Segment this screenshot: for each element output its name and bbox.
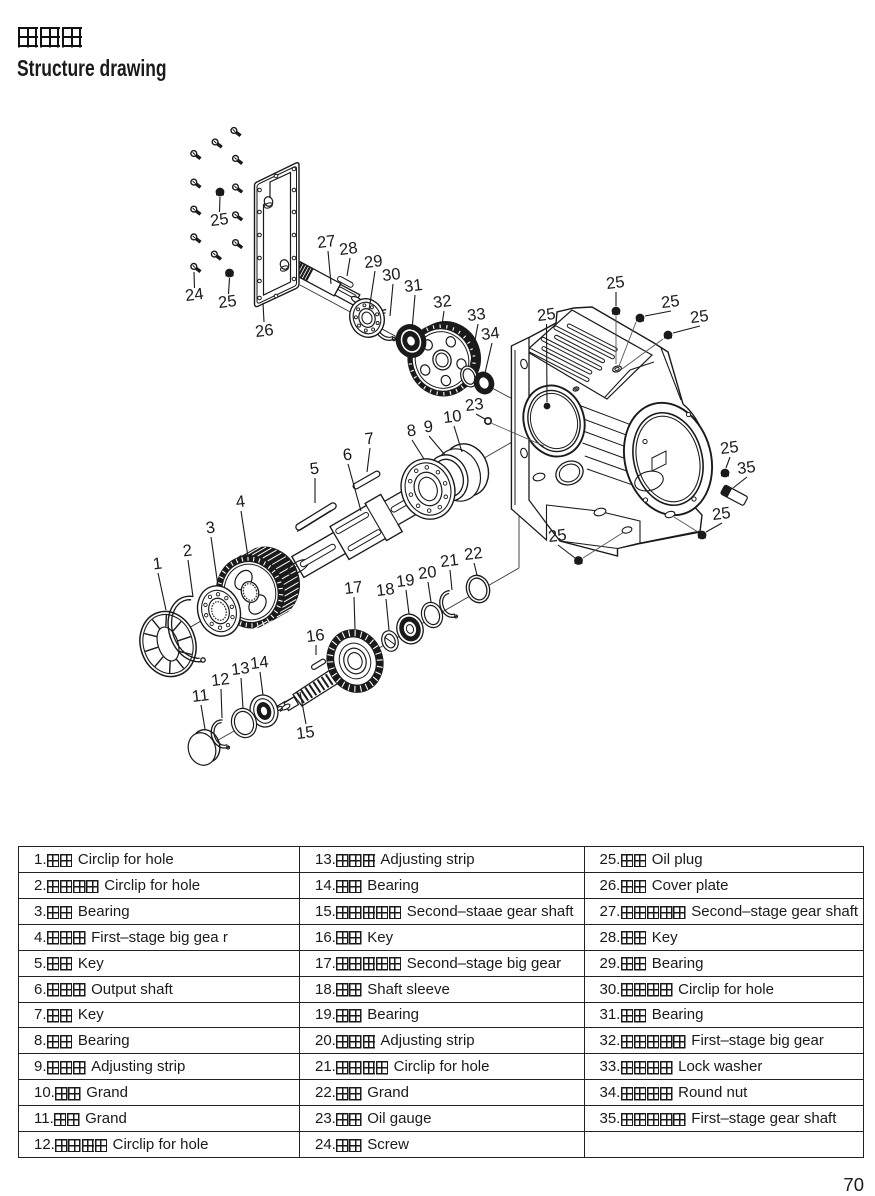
svg-text:27: 27 bbox=[316, 232, 336, 252]
svg-text:25: 25 bbox=[719, 438, 739, 458]
svg-text:2: 2 bbox=[182, 542, 193, 561]
svg-text:10: 10 bbox=[442, 407, 462, 427]
svg-text:6: 6 bbox=[342, 446, 353, 465]
svg-text:22: 22 bbox=[463, 544, 483, 564]
svg-text:16: 16 bbox=[305, 626, 325, 646]
svg-text:9: 9 bbox=[423, 418, 434, 437]
svg-text:19: 19 bbox=[395, 571, 415, 591]
svg-text:30: 30 bbox=[381, 265, 401, 285]
svg-text:20: 20 bbox=[417, 563, 437, 583]
svg-text:25: 25 bbox=[536, 305, 556, 325]
svg-text:13: 13 bbox=[230, 659, 250, 679]
svg-text:25: 25 bbox=[217, 292, 237, 312]
svg-text:7: 7 bbox=[364, 430, 375, 449]
svg-text:35: 35 bbox=[736, 458, 756, 478]
svg-text:25: 25 bbox=[547, 526, 567, 546]
svg-text:14: 14 bbox=[249, 653, 269, 673]
svg-text:8: 8 bbox=[406, 422, 417, 441]
svg-text:25: 25 bbox=[711, 504, 731, 524]
svg-text:25: 25 bbox=[689, 307, 709, 327]
svg-text:21: 21 bbox=[439, 551, 459, 571]
svg-text:11: 11 bbox=[191, 686, 210, 706]
svg-text:25: 25 bbox=[209, 210, 229, 230]
svg-text:26: 26 bbox=[254, 321, 274, 341]
svg-text:4: 4 bbox=[235, 493, 246, 512]
svg-text:3: 3 bbox=[205, 519, 216, 538]
svg-text:17: 17 bbox=[343, 578, 363, 598]
svg-text:31: 31 bbox=[403, 276, 423, 296]
svg-text:18: 18 bbox=[375, 580, 395, 600]
svg-text:1: 1 bbox=[152, 555, 163, 574]
svg-text:24: 24 bbox=[184, 285, 204, 305]
svg-text:12: 12 bbox=[210, 670, 230, 690]
svg-text:23: 23 bbox=[464, 395, 484, 415]
svg-text:25: 25 bbox=[660, 292, 680, 312]
svg-text:5: 5 bbox=[309, 460, 320, 479]
svg-text:28: 28 bbox=[338, 239, 358, 259]
svg-text:33: 33 bbox=[466, 305, 486, 325]
svg-text:15: 15 bbox=[295, 723, 315, 743]
svg-text:34: 34 bbox=[480, 324, 500, 344]
svg-text:25: 25 bbox=[605, 273, 625, 293]
svg-text:32: 32 bbox=[432, 292, 452, 312]
